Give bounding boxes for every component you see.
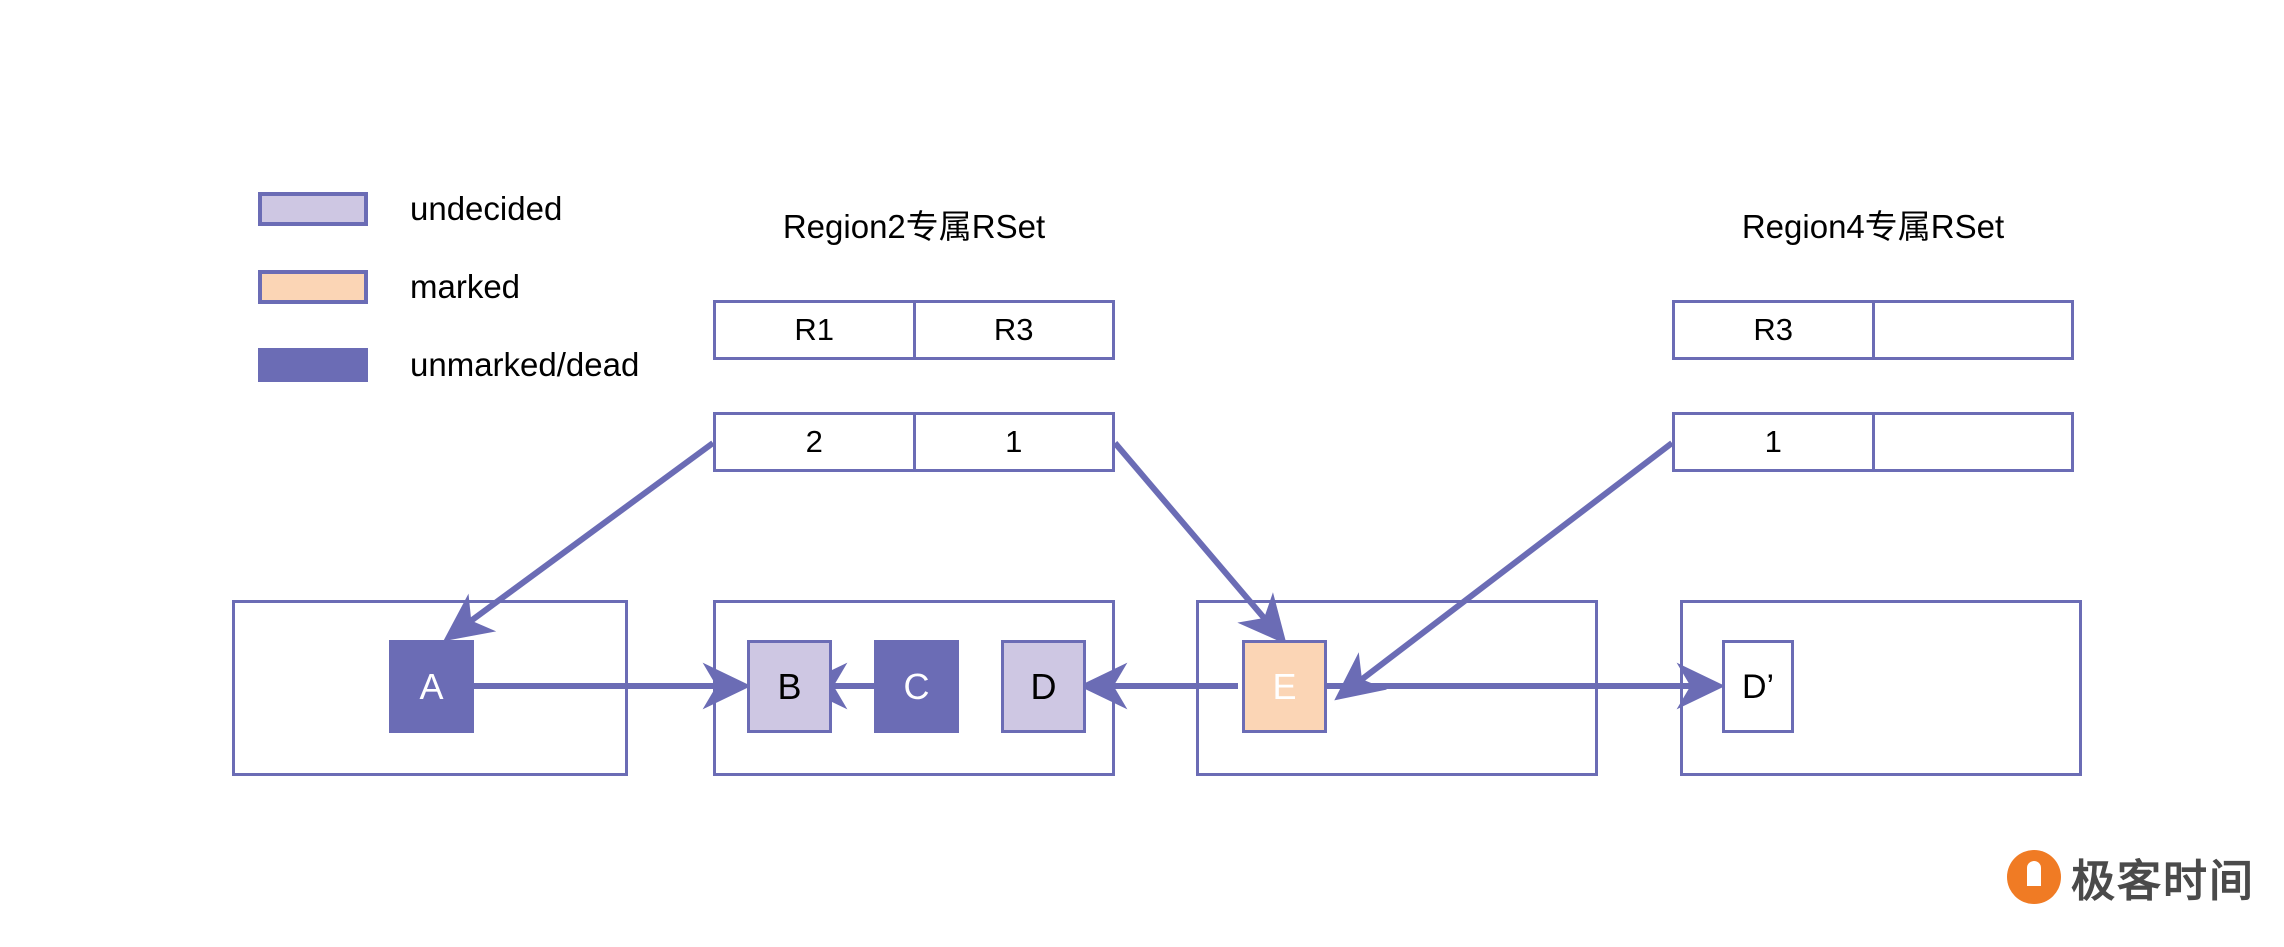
object-a: A xyxy=(389,640,474,733)
watermark-text: 极客时间 xyxy=(2071,857,2255,906)
legend-swatch-marked xyxy=(258,270,368,304)
object-d: D xyxy=(1001,640,1086,733)
rset-region4-value-row: 1 xyxy=(1672,412,2074,472)
region-box-2 xyxy=(713,600,1115,776)
region-box-1 xyxy=(232,600,628,776)
region-box-3 xyxy=(1196,600,1598,776)
object-b: B xyxy=(747,640,832,733)
region-box-4 xyxy=(1680,600,2082,776)
legend-swatch-unmarked-dead xyxy=(258,348,368,382)
watermark: 极客时间 xyxy=(2007,845,2255,909)
object-d-prime: D’ xyxy=(1722,640,1794,733)
rset-region2-header-cell-1: R3 xyxy=(912,303,1113,357)
rset-region4-value-cell-0: 1 xyxy=(1764,424,1782,459)
object-c: C xyxy=(874,640,959,733)
legend-label-marked: marked xyxy=(410,268,521,305)
legend-label-undecided: undecided xyxy=(410,190,563,227)
rset-region2-header-row: R1 R3 xyxy=(713,300,1115,360)
rset-region2-value-cell-1: 1 xyxy=(912,415,1113,469)
rset-region4-value-cell-1 xyxy=(1871,415,2072,469)
rset-region4-header-cell-1 xyxy=(1871,303,2072,357)
rset-region2-title: Region2专属RSet xyxy=(782,208,1046,245)
rset-region4-header-row: R3 xyxy=(1672,300,2074,360)
geektime-logo-icon xyxy=(2007,850,2061,904)
rset-region2-value-row: 2 1 xyxy=(713,412,1115,472)
legend-swatch-undecided xyxy=(258,192,368,226)
rset-region2-value-cell-0: 2 xyxy=(805,424,823,459)
object-e: E xyxy=(1242,640,1327,733)
rset-region2-header-cell-0: R1 xyxy=(794,312,835,347)
rset-region4-header-cell-0: R3 xyxy=(1753,312,1794,347)
legend-label-unmarked-dead: unmarked/dead xyxy=(410,346,640,383)
rset-region4-title: Region4专属RSet xyxy=(1741,208,2005,245)
